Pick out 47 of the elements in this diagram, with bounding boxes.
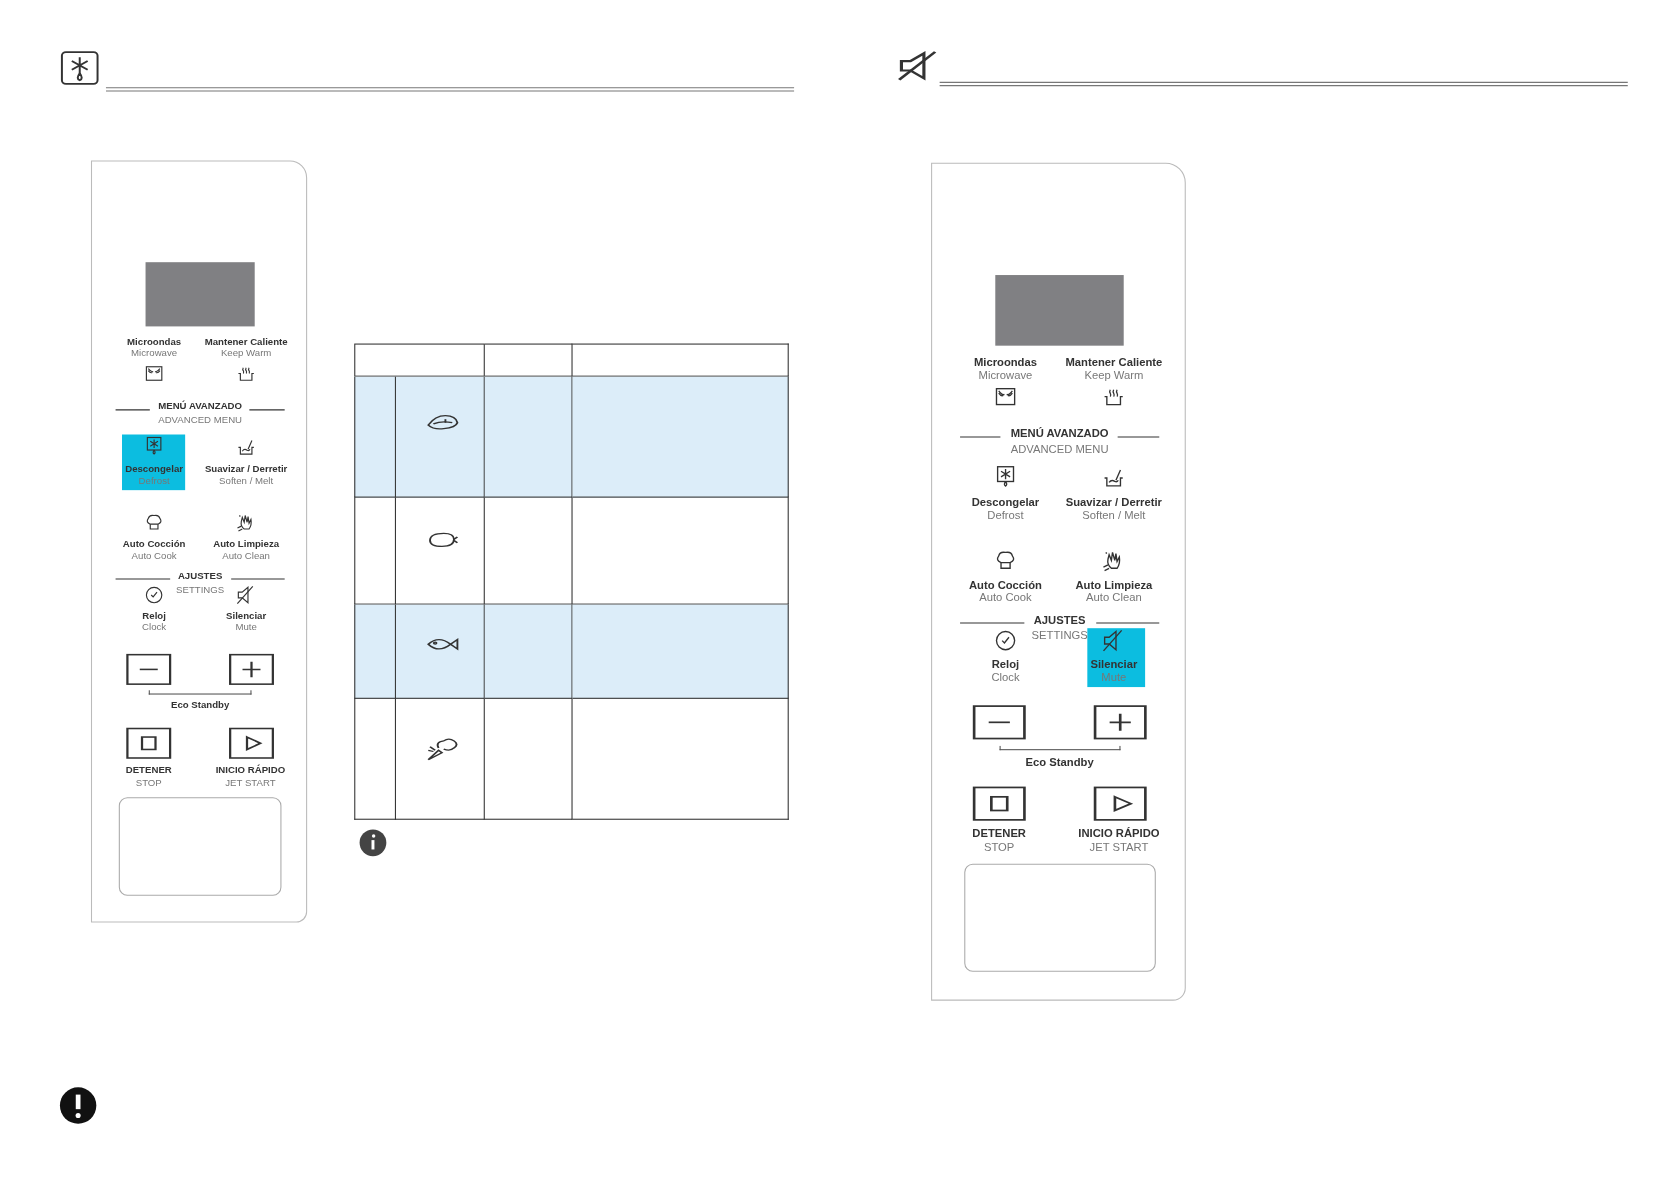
- button-label: Auto Cocción: [122, 539, 186, 550]
- button-label: Eco Standby: [1025, 756, 1094, 769]
- button-sublabel: STOP: [983, 841, 1015, 853]
- button-sublabel: Mute: [1101, 670, 1127, 683]
- button-label: Silenciar: [1090, 657, 1138, 670]
- button-sublabel: ADVANCED MENU: [1010, 442, 1109, 454]
- button-label: Reloj: [991, 657, 1020, 670]
- display-screen: [995, 274, 1124, 346]
- button-label: Suavizar / Derretir: [1065, 496, 1162, 508]
- button-label: Mantener Caliente: [1065, 356, 1163, 368]
- button-sublabel: Clock: [991, 670, 1020, 683]
- button-label: MENÚ AVANZADO: [1010, 427, 1109, 439]
- display-screen: [145, 262, 255, 327]
- button-label: Auto Limpieza: [1075, 579, 1153, 591]
- button-label: Descongelar: [971, 496, 1040, 508]
- button-sublabel: Keep Warm: [220, 348, 272, 359]
- button-sublabel: Clock: [142, 622, 167, 633]
- button-label: MENÚ AVANZADO: [158, 401, 243, 411]
- button-label: Reloj: [142, 611, 166, 621]
- button-label: AJUSTES: [177, 571, 223, 582]
- button-label: INICIO RÁPIDO: [215, 765, 286, 775]
- button-label: AJUSTES: [1033, 614, 1086, 626]
- button-label: Mantener Caliente: [204, 337, 288, 347]
- button-sublabel: JET START: [225, 778, 276, 788]
- button-label: Silenciar: [226, 611, 267, 621]
- button-sublabel: Auto Clean: [222, 551, 270, 561]
- button-sublabel: Microwave: [978, 369, 1033, 381]
- button-label: Eco Standby: [170, 701, 230, 711]
- button-sublabel: Soften / Melt: [219, 476, 274, 486]
- button-sublabel: Defrost: [138, 476, 170, 486]
- button-sublabel: Auto Cook: [131, 551, 177, 561]
- button-sublabel: Mute: [235, 622, 257, 633]
- button-label: Auto Cocción: [968, 579, 1042, 591]
- button-sublabel: Auto Clean: [1086, 592, 1142, 604]
- button-sublabel: Auto Cook: [979, 592, 1032, 604]
- button-label: Auto Limpieza: [213, 539, 280, 550]
- button-label: Descongelar: [125, 464, 183, 475]
- button-sublabel: SETTINGS: [176, 585, 225, 596]
- button-label: Suavizar / Derretir: [204, 464, 288, 475]
- button-sublabel: Microwave: [131, 348, 178, 359]
- button-sublabel: ADVANCED MENU: [158, 415, 243, 425]
- button-sublabel: STOP: [135, 778, 162, 788]
- button-sublabel: Defrost: [987, 509, 1024, 521]
- button-sublabel: Keep Warm: [1084, 369, 1144, 381]
- button-sublabel: JET START: [1089, 841, 1149, 853]
- button-label: INICIO RÁPIDO: [1078, 827, 1160, 839]
- button-sublabel: Soften / Melt: [1082, 509, 1146, 521]
